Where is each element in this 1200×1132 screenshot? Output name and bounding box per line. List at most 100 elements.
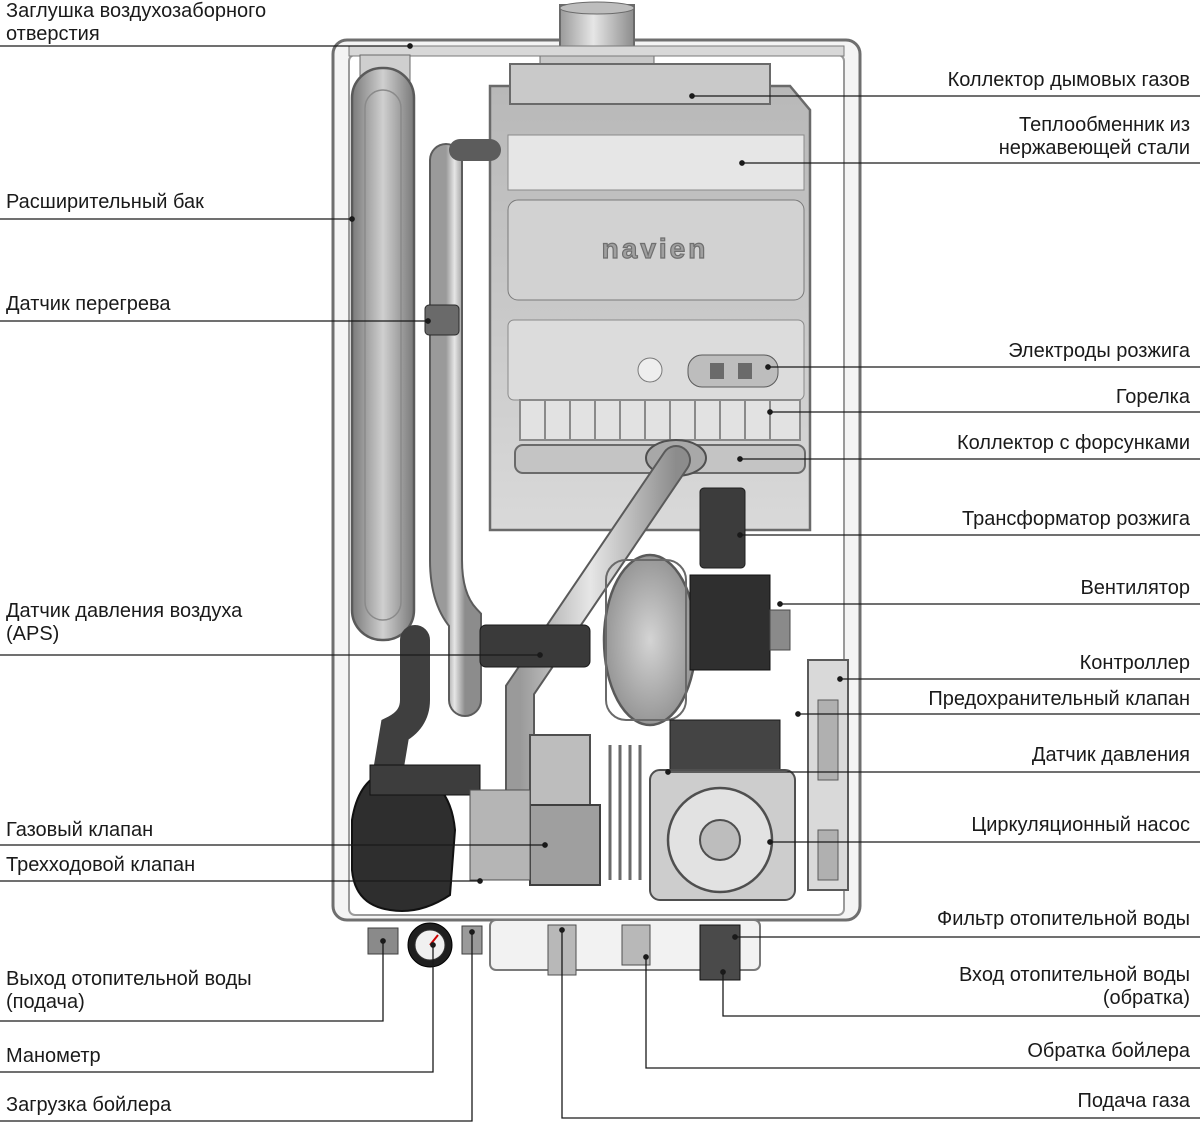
leader-dot-expansion-tank [349,216,355,222]
label-text: Электроды розжига [1008,340,1190,362]
aps-shape [479,624,591,668]
label-boiler-charge: Загрузка бойлера [6,1094,171,1117]
leader-dot-ignition-electrodes [765,364,771,370]
label-text: Вентилятор [1080,577,1190,599]
label-text: Горелка [1115,386,1190,408]
leader-dot-ignition-transformer [737,532,743,538]
label-text: Расширительный бак [6,191,204,213]
label-burner: Горелка [1116,386,1190,409]
label-three-way-valve: Трехходовой клапан [6,854,195,877]
label-text: Датчик давления [1031,744,1190,766]
label-text: Циркуляционный насос [971,814,1190,836]
label-text: Трехходовой клапан [6,854,196,876]
leader-dot-heat-exchanger [739,160,745,166]
label-text: Загрузка бойлера [6,1094,172,1116]
label-text: Датчик давления воздуха [6,600,243,622]
label-overheat-sensor: Датчик перегрева [6,293,171,316]
label-text: Фильтр отопительной воды [937,908,1190,930]
left-pipes [370,139,501,805]
leader-dot-air-intake-plug [407,43,413,49]
label-text: Датчик перегрева [6,293,171,315]
label-manometer: Манометр [6,1045,101,1068]
label-text: Выход отопительной воды [6,968,252,990]
label-controller: Контроллер [1080,652,1190,675]
label-text: отверстия [6,23,100,45]
valves [351,734,601,912]
label-text: Коллектор дымовых газов [947,69,1190,91]
label-text: Манометр [6,1045,101,1067]
leader-dot-pressure-sensor [665,769,671,775]
label-flue-gas-collector: Коллектор дымовых газов [948,69,1190,92]
label-text: Коллектор с форсунками [956,432,1190,454]
label-text: Газовый клапан [6,819,154,841]
leader-boiler-return [645,957,1200,1069]
label-text: Вход отопительной воды [958,964,1190,986]
label-text: Подача газа [1077,1090,1190,1112]
label-expansion-tank: Расширительный бак [6,191,204,214]
label-gas-supply: Подача газа [1077,1090,1190,1113]
leader-dot-controller [837,676,843,682]
leader-gas-supply [561,930,1200,1119]
leader-dot-heating-water-filter [732,934,738,940]
label-fan: Вентилятор [1080,577,1190,600]
label-heating-water-filter: Фильтр отопительной воды [937,908,1190,931]
leader-dot-air-pressure-sensor [537,652,543,658]
controller-shape [689,574,791,671]
brand-logo: navien [602,233,709,264]
label-text: (APS) [6,623,60,645]
label-boiler-return: Обратка бойлера [1027,1040,1190,1063]
label-text: Предохранительный клапан [928,688,1190,710]
leader-dot-overheat-sensor [425,318,431,324]
label-ignition-transformer: Трансформатор розжига [962,508,1190,531]
leader-dot-safety-valve [795,711,801,717]
label-ignition-electrodes: Электроды розжига [1008,340,1190,363]
leader-lines [0,43,1200,1122]
leader-heating-water-outlet [0,941,384,1022]
leader-dot-flue-gas-collector [689,93,695,99]
gas-pipe [505,445,691,815]
bottom-fittings [367,919,761,981]
label-text: Трансформатор розжига [962,508,1190,530]
circulation-pump-shape [608,719,796,901]
label-text: Контроллер [1079,652,1190,674]
expansion-tank-shape [350,66,416,642]
label-gas-valve: Газовый клапан [6,819,153,842]
label-text: (обратка) [1102,987,1190,1009]
label-heating-water-inlet: Вход отопительной воды(обратка) [959,964,1190,1010]
label-text: (подача) [6,991,85,1013]
label-text: Обратка бойлера [1027,1040,1190,1062]
overheat-sensor-shape [424,304,460,336]
label-nozzle-manifold: Коллектор с форсунками [957,432,1190,455]
right-panel [807,659,849,891]
leader-dot-gas-supply [559,927,565,933]
leader-dot-gas-valve [542,842,548,848]
leader-boiler-charge [0,932,473,1122]
label-text: Теплообменник из [1019,114,1190,136]
label-circulation-pump: Циркуляционный насос [971,814,1190,837]
leader-manometer [0,945,434,1073]
leader-heating-water-inlet [722,972,1200,1017]
heat-exchanger-shape: navien [488,63,812,532]
label-air-pressure-sensor: Датчик давления воздуха(APS) [6,600,242,646]
leader-dot-nozzle-manifold [737,456,743,462]
fan-shape [602,553,698,727]
label-pressure-sensor: Датчик давления [1032,744,1190,767]
label-heating-water-outlet: Выход отопительной воды(подача) [6,968,252,1014]
leader-dot-boiler-charge [469,929,475,935]
leader-dot-boiler-return [643,954,649,960]
leader-dot-circulation-pump [767,839,773,845]
label-safety-valve: Предохранительный клапан [928,688,1190,711]
leader-dot-manometer [430,942,436,948]
leader-dot-heating-water-inlet [720,969,726,975]
leader-dot-heating-water-outlet [380,938,386,944]
ignition-transformer-shape [699,487,746,569]
label-text: Заглушка воздухозаборного [6,0,267,22]
label-text: нержавеющей стали [998,137,1190,159]
leader-dot-fan [777,601,783,607]
leader-dot-three-way-valve [477,878,483,884]
leader-dot-burner [767,409,773,415]
